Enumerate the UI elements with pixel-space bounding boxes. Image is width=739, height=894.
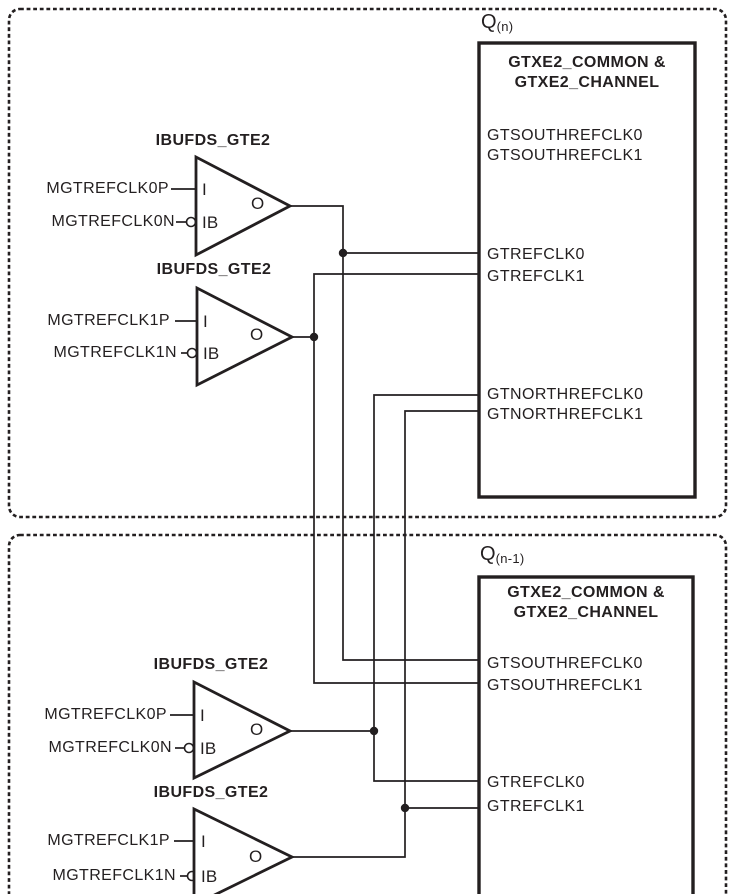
port-label-gtnorthrefclk0-n: GTNORTHREFCLK0 xyxy=(487,386,644,403)
quad-n-1-label-main: Q xyxy=(480,543,496,565)
ibufds-buffer-quad-n-1-0 xyxy=(170,679,294,781)
wire-refclk0-net xyxy=(290,205,479,661)
inversion-bubble-icon xyxy=(185,216,197,228)
port-label-gtsouthrefclk0-n: GTSOUTHREFCLK0 xyxy=(487,127,643,144)
block-title-line1: GTXE2_COMMON & xyxy=(508,54,666,71)
buffer-title: IBUFDS_GTE2 xyxy=(156,261,272,278)
wire-refclk1-net xyxy=(292,273,479,684)
pin-label-ib: IB xyxy=(203,344,220,363)
ibufds-buffer-quad-n-0 xyxy=(171,154,294,258)
input-label-mgtrefclk1n: MGTREFCLK1N xyxy=(52,867,176,884)
junction-dot xyxy=(400,803,410,813)
ibufds-buffer-quad-n-1 xyxy=(175,285,296,388)
input-label-mgtrefclk0p: MGTREFCLK0P xyxy=(46,180,169,197)
pin-label-o: O xyxy=(250,720,264,739)
gtxe2-block-quad-n xyxy=(477,41,697,499)
junction-dot xyxy=(338,248,348,258)
buffer-title: IBUFDS_GTE2 xyxy=(153,656,269,673)
wire-northrefclk1-net xyxy=(292,410,479,858)
pin-label-o: O xyxy=(251,194,265,213)
quad-n-label-main: Q xyxy=(481,11,497,33)
quad-n-1-boundary xyxy=(7,533,728,894)
input-label-mgtrefclk1n: MGTREFCLK1N xyxy=(53,344,177,361)
input-label-mgtrefclk1p: MGTREFCLK1P xyxy=(47,832,170,849)
buffer-triangle-icon xyxy=(194,154,294,258)
block-title-quad-n-1: GTXE2_COMMON & GTXE2_CHANNEL xyxy=(479,583,693,622)
pin-label-o: O xyxy=(250,325,264,344)
ibufds-buffer-quad-n-1-1 xyxy=(174,806,296,894)
input-label-mgtrefclk1p: MGTREFCLK1P xyxy=(47,312,170,329)
quad-n-label: Q(n) xyxy=(481,11,514,34)
block-title-line2: GTXE2_CHANNEL xyxy=(514,73,660,91)
inversion-bubble-icon xyxy=(186,347,198,359)
block-title-line1: GTXE2_COMMON & xyxy=(507,584,665,601)
pin-label-i: I xyxy=(200,706,205,725)
port-label-gtrefclk0-n: GTREFCLK0 xyxy=(487,246,585,263)
pin-label-i: I xyxy=(202,180,207,199)
quad-n-1-label: Q(n-1) xyxy=(480,543,525,566)
wire-northrefclk0-net xyxy=(290,394,479,782)
input-label-mgtrefclk0p: MGTREFCLK0P xyxy=(44,706,167,723)
port-label-gtrefclk0-n1: GTREFCLK0 xyxy=(487,774,585,791)
pin-label-ib: IB xyxy=(201,867,218,886)
pin-label-ib: IB xyxy=(200,739,217,758)
input-label-mgtrefclk0n: MGTREFCLK0N xyxy=(51,213,175,230)
junction-dot xyxy=(309,332,319,342)
pin-label-ib: IB xyxy=(202,213,219,232)
buffer-triangle-icon xyxy=(192,806,296,894)
buffer-title: IBUFDS_GTE2 xyxy=(153,784,269,801)
quad-n-1-label-sub: (n-1) xyxy=(495,551,525,566)
buffer-title: IBUFDS_GTE2 xyxy=(155,132,271,149)
junction-dot xyxy=(369,726,379,736)
pin-label-i: I xyxy=(201,832,206,851)
pin-label-i: I xyxy=(203,312,208,331)
block-title-quad-n: GTXE2_COMMON & GTXE2_CHANNEL xyxy=(479,53,695,92)
quad-n-label-sub: (n) xyxy=(496,19,514,34)
port-label-gtnorthrefclk1-n: GTNORTHREFCLK1 xyxy=(487,406,644,423)
input-label-mgtrefclk0n: MGTREFCLK0N xyxy=(48,739,172,756)
port-label-gtrefclk1-n: GTREFCLK1 xyxy=(487,268,585,285)
buffer-triangle-icon xyxy=(192,679,294,781)
inversion-bubble-icon xyxy=(183,742,195,754)
port-label-gtrefclk1-n1: GTREFCLK1 xyxy=(487,798,585,815)
port-label-gtsouthrefclk1-n1: GTSOUTHREFCLK1 xyxy=(487,677,643,694)
gtxe2-block-quad-n-1 xyxy=(477,575,695,894)
port-label-gtsouthrefclk0-n1: GTSOUTHREFCLK0 xyxy=(487,655,643,672)
pin-label-o: O xyxy=(249,847,263,866)
block-title-line2: GTXE2_CHANNEL xyxy=(513,603,659,621)
port-label-gtsouthrefclk1-n: GTSOUTHREFCLK1 xyxy=(487,147,643,164)
buffer-triangle-icon xyxy=(195,285,296,388)
